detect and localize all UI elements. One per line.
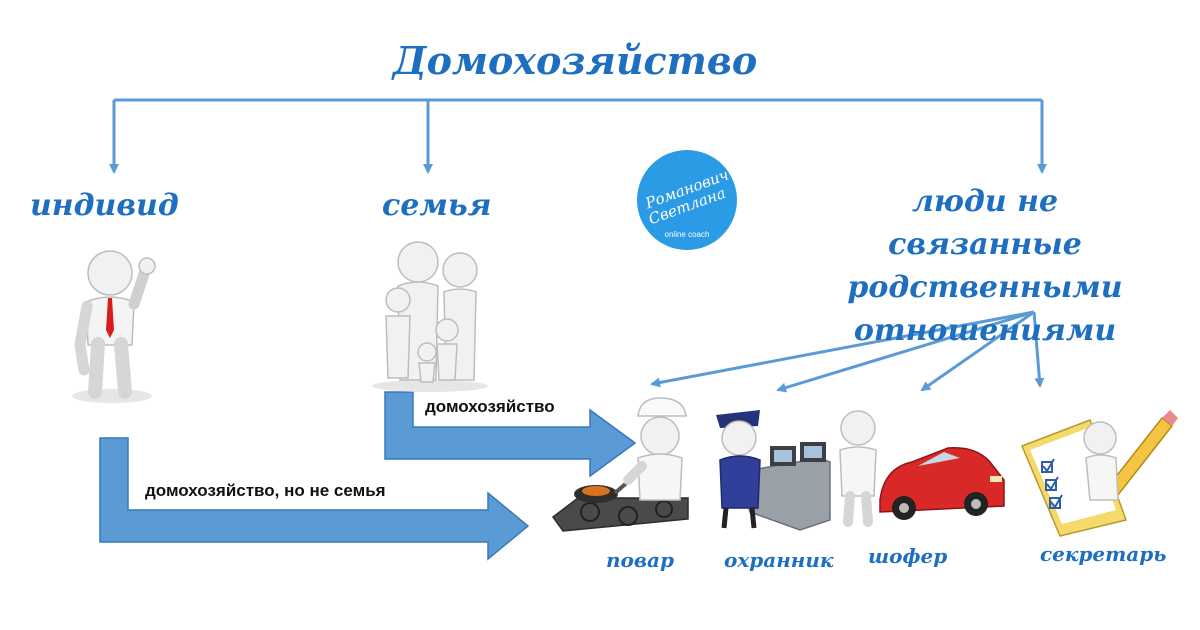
note-individual-household: домохозяйство, но не семья (145, 481, 386, 500)
guard-figure (716, 410, 831, 531)
driver-figure (839, 410, 1005, 527)
tree-connector (109, 98, 1047, 174)
role-guard-label: охранник (724, 548, 834, 572)
note-family-household: домохозяйство (425, 397, 555, 416)
role-arrows (650, 310, 1045, 393)
individual-figure (72, 250, 156, 403)
arrow-to-driver (920, 310, 1035, 392)
block-arrow-family (384, 391, 637, 478)
cook-figure (551, 397, 689, 532)
role-driver-label: шофер (868, 544, 948, 568)
role-secretary-label: секретарь (1040, 542, 1167, 566)
family-figure (372, 241, 488, 392)
category-family: семья (382, 188, 492, 223)
brand-logo: Романович Светлана online coach (637, 150, 737, 250)
secretary-figure (1021, 410, 1178, 537)
category-unrelated-people: люди не связанные родственными отношения… (847, 184, 1123, 348)
arrow-to-secretary (1032, 311, 1045, 388)
diagram-title: Домохозяйство (392, 38, 758, 83)
category-individual: индивид (30, 188, 179, 223)
arrow-to-cook (650, 310, 1035, 388)
block-arrow-individual (99, 437, 530, 561)
role-cook-label: повар (606, 548, 674, 572)
logo-subtitle: online coach (664, 230, 710, 239)
arrow-to-guard (776, 310, 1035, 393)
